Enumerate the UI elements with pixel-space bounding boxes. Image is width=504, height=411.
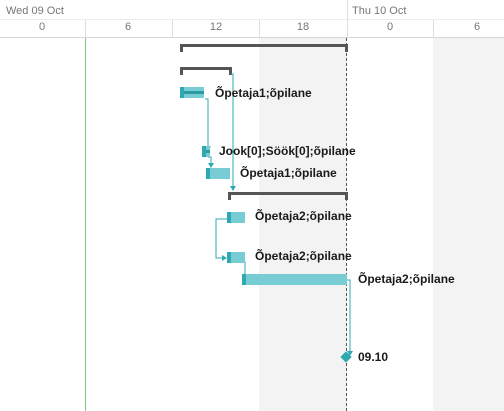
task-bar[interactable]: [202, 146, 210, 157]
header-divider: [0, 19, 504, 20]
nonworking-shade: [259, 38, 347, 411]
day-label-wed: Wed 09 Oct: [6, 5, 64, 17]
timeline-header: Wed 09 Oct Thu 10 Oct 0 6 12 18 0 6: [0, 0, 504, 38]
task-bar[interactable]: [242, 274, 347, 285]
task-bar[interactable]: [227, 212, 245, 223]
gantt-chart-area[interactable]: Õpetaja1;õpilane Jook[0];Söök[0];õpilane…: [0, 38, 504, 411]
milestone-date-line: [346, 38, 347, 411]
task-label: Õpetaja2;õpilane: [255, 249, 352, 263]
hour-label: 0: [38, 21, 46, 33]
task-label: Õpetaja2;õpilane: [358, 272, 455, 286]
hour-separator: [85, 20, 86, 38]
day-label-thu: Thu 10 Oct: [352, 5, 407, 17]
hour-label: 12: [209, 21, 223, 33]
today-marker-line: [85, 38, 86, 411]
hour-label: 0: [386, 21, 394, 33]
summary-bar-group1[interactable]: [180, 67, 232, 75]
task-bar[interactable]: [227, 252, 245, 263]
task-bar[interactable]: [206, 168, 230, 179]
task-label: Õpetaja2;õpilane: [255, 209, 352, 223]
hour-separator: [172, 20, 173, 38]
hour-separator: [433, 20, 434, 38]
task-label: Jook[0];Söök[0];õpilane: [219, 144, 356, 158]
hour-label: 18: [296, 21, 310, 33]
day-separator: [347, 0, 348, 38]
summary-bar-root[interactable]: [180, 44, 348, 52]
task-label: Õpetaja1;õpilane: [215, 86, 312, 100]
milestone-label: 09.10: [358, 350, 389, 364]
task-label: Õpetaja1;õpilane: [240, 166, 337, 180]
hour-label: 6: [473, 21, 481, 33]
task-bar[interactable]: [180, 87, 204, 98]
summary-bar-group2[interactable]: [228, 192, 348, 200]
hour-separator: [259, 20, 260, 38]
hour-label: 6: [124, 21, 132, 33]
nonworking-shade: [433, 38, 504, 411]
